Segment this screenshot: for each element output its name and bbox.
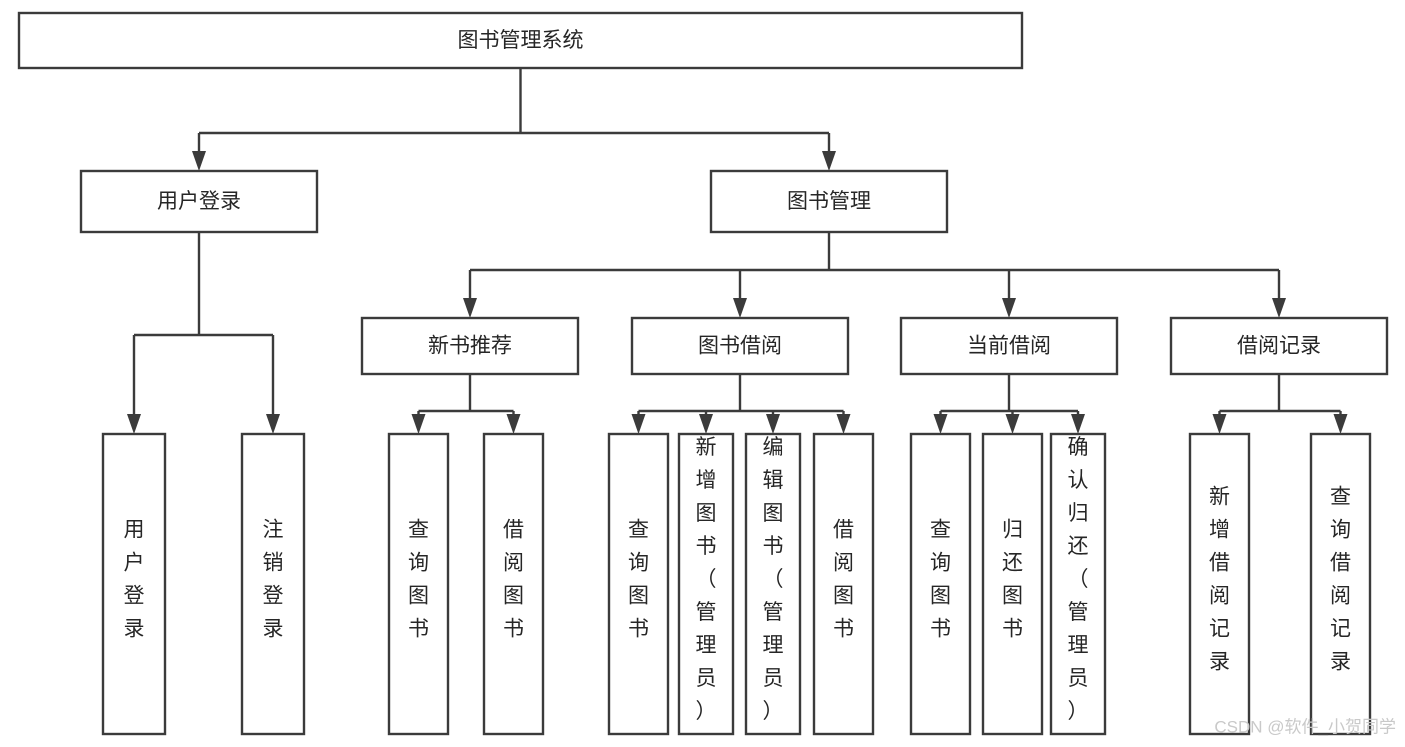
node-label-borrow-record: 借阅记录 [1237,335,1321,358]
node-box-leaf-confirm-return [1049,432,1107,736]
node-leaf-confirm-return[interactable]: 确认归还（管理员） [1049,432,1107,736]
node-leaf-add-record[interactable]: 新增借阅记录 [1188,432,1251,736]
node-box-leaf-query-record [1309,432,1372,736]
group1-to-leaves-arrow-3 [836,414,851,434]
node-leaf-logout[interactable]: 注销登录 [240,432,306,736]
node-label-leaf-logout: 注销登录 [263,519,284,641]
group1-to-leaves-arrow-2 [766,414,780,434]
node-box-current-borrow [899,316,1119,376]
node-box-leaf-query-book-1 [387,432,450,736]
node-borrow-record[interactable]: 借阅记录 [1169,316,1389,376]
node-label-leaf-add-book: 新增图书（管理员） [696,436,717,723]
node-label-leaf-user-login: 用户登录 [124,519,145,641]
node-leaf-user-login[interactable]: 用户登录 [101,432,167,736]
node-label-leaf-borrow-book-2: 借阅图书 [833,519,854,641]
bookmgmt-to-groups-arrow-1 [733,298,747,318]
node-label-leaf-add-record: 新增借阅记录 [1209,486,1230,674]
node-box-root [17,11,1024,70]
node-leaf-query-record[interactable]: 查询借阅记录 [1309,432,1372,736]
group1-to-leaves-arrow-0 [631,414,646,434]
node-layer: 新书推荐图书借阅当前借阅借阅记录用户登录注销登录查询图书借阅图书查询图书新增图书… [17,11,1389,736]
node-leaf-edit-book[interactable]: 编辑图书（管理员） [744,432,802,736]
connector-layer [127,68,1348,434]
node-label-book-borrow: 图书借阅 [698,335,782,358]
node-box-leaf-add-book [677,432,735,736]
node-root[interactable]: 图书管理系统 [17,11,1024,70]
node-label-book-management: 图书管理 [787,190,871,213]
node-box-leaf-borrow-book-2 [812,432,875,736]
node-box-leaf-user-login [101,432,167,736]
node-label-leaf-return-book: 归还图书 [1002,519,1023,641]
node-book-management[interactable]: 图书管理 [709,169,949,234]
node-leaf-borrow-book-1[interactable]: 借阅图书 [482,432,545,736]
group0-to-leaves-arrow-1 [506,414,521,434]
node-leaf-query-book-1[interactable]: 查询图书 [387,432,450,736]
node-label-new-book-recommend: 新书推荐 [428,335,512,358]
node-box-leaf-logout [240,432,306,736]
node-label-root: 图书管理系统 [458,29,584,52]
node-box-leaf-borrow-book-1 [482,432,545,736]
root-to-level2-arrow-0 [192,151,206,171]
root-to-level2-arrow-1 [822,151,836,171]
node-leaf-query-book-2[interactable]: 查询图书 [607,432,670,736]
node-label-user-login: 用户登录 [157,190,241,213]
node-label-leaf-query-book-3: 查询图书 [930,519,951,641]
bookmgmt-to-groups-arrow-3 [1272,298,1286,318]
node-box-book-management [709,169,949,234]
node-box-user-login [79,169,319,234]
csdn-watermark: CSDN @软件_小贺同学 [1214,717,1396,736]
node-box-book-borrow [630,316,850,376]
node-book-borrow[interactable]: 图书借阅 [630,316,850,376]
node-label-leaf-query-record: 查询借阅记录 [1330,486,1351,674]
node-box-borrow-record [1169,316,1389,376]
node-box-leaf-query-book-2 [607,432,670,736]
group1-to-leaves-arrow-1 [699,414,713,434]
node-leaf-borrow-book-2[interactable]: 借阅图书 [812,432,875,736]
node-user-login[interactable]: 用户登录 [79,169,319,234]
bookmgmt-to-groups-arrow-2 [1002,298,1016,318]
node-label-leaf-query-book-1: 查询图书 [408,519,429,641]
group2-to-leaves-arrow-2 [1071,414,1085,434]
node-leaf-add-book[interactable]: 新增图书（管理员） [677,432,735,736]
bookmgmt-to-groups-arrow-0 [463,298,477,318]
node-label-leaf-edit-book: 编辑图书（管理员） [763,436,784,723]
node-label-leaf-confirm-return: 确认归还（管理员） [1068,436,1089,723]
node-box-leaf-return-book [981,432,1044,736]
node-box-leaf-edit-book [744,432,802,736]
node-leaf-query-book-3[interactable]: 查询图书 [909,432,972,736]
node-box-new-book-recommend [360,316,580,376]
node-label-leaf-query-book-2: 查询图书 [628,519,649,641]
userlogin-to-leaves-arrow-1 [266,414,280,434]
node-box-leaf-add-record [1188,432,1251,736]
group2-to-leaves-arrow-1 [1005,414,1020,434]
group2-to-leaves-arrow-0 [933,414,948,434]
node-box-leaf-query-book-3 [909,432,972,736]
group3-to-leaves-arrow-1 [1333,414,1348,434]
node-label-current-borrow: 当前借阅 [967,335,1051,358]
group3-to-leaves-arrow-0 [1212,414,1227,434]
node-label-leaf-borrow-book-1: 借阅图书 [503,519,524,641]
userlogin-to-leaves-arrow-0 [127,414,141,434]
node-new-book-recommend[interactable]: 新书推荐 [360,316,580,376]
node-leaf-return-book[interactable]: 归还图书 [981,432,1044,736]
node-current-borrow[interactable]: 当前借阅 [899,316,1119,376]
group0-to-leaves-arrow-0 [411,414,426,434]
